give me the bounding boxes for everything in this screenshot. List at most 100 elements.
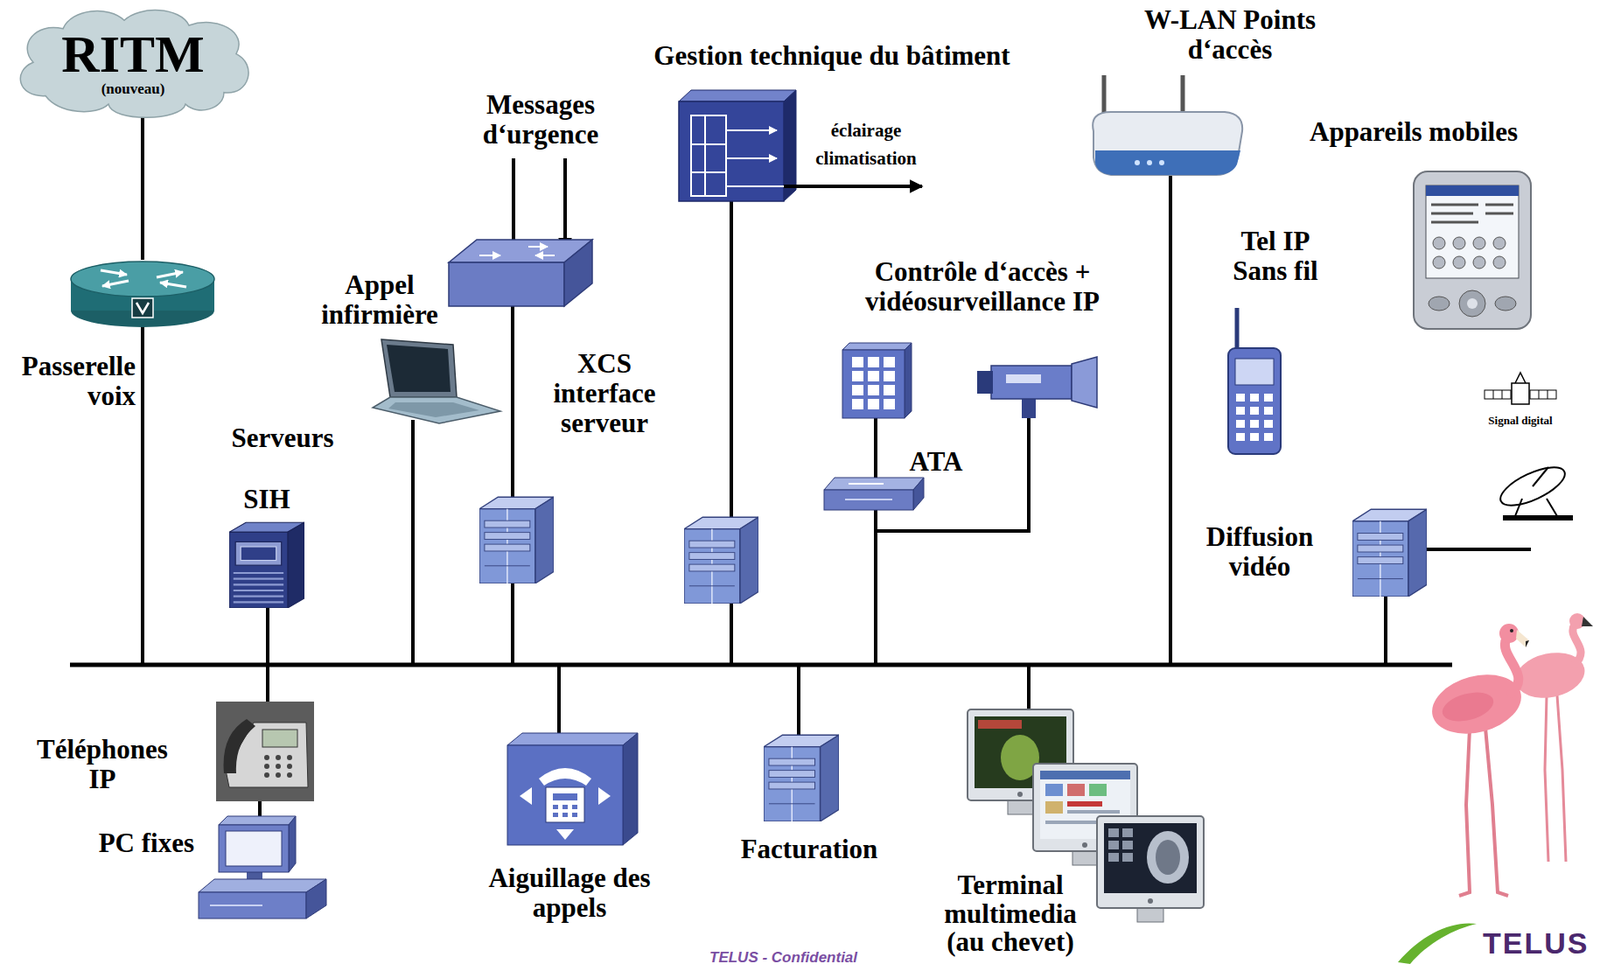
bedside-terminals [1108,828,1133,862]
wireless-ip-phone [1264,393,1273,402]
network-wires [1168,171,1173,665]
bedside-terminals [1122,840,1133,850]
desktop-pc [288,816,296,873]
ata-adapter [845,498,893,501]
flamingo-illustration [1485,727,1509,896]
billing-server [763,734,839,822]
satellite-symbol [1484,390,1511,399]
access-keypad [883,370,895,382]
access-keypad [867,356,880,368]
desktop-pc [218,816,296,825]
call-routing-switch [572,804,578,810]
bedside-terminals [1017,791,1023,797]
access-keypad [867,398,880,410]
cloud-title: RITM [61,27,204,81]
ata-adapter [848,482,884,485]
cloud-outline [20,10,249,119]
building-management-box [691,115,727,196]
pda-device [1431,204,1514,223]
call-routing-switch [552,804,578,818]
bedside-terminals [1103,823,1197,894]
system-label: Contrôle d‘accès + vidéosurveillance IP [846,257,1118,317]
telus-swoosh [1397,922,1477,965]
network-switch [564,239,593,307]
building-server [684,517,759,604]
access-keypad [883,384,895,396]
satellite-symbol [1538,390,1540,399]
flamingo-illustration [1509,628,1514,633]
satellite-symbol [1502,390,1503,399]
pda-device [1425,185,1519,196]
satellite-symbol [1515,372,1526,384]
router-icon [136,302,149,314]
ata-adapter [824,477,924,511]
pda-device [1432,256,1446,269]
bedside-terminals [1067,801,1103,807]
network-wires [510,301,515,665]
sih-server [229,522,305,608]
router-icon [160,282,187,287]
wireless-ip-phone [1236,393,1245,402]
server-label: Serveurs [230,423,334,454]
call-routing-switch [552,812,559,818]
pda-device [1413,171,1531,329]
network-wires [411,419,415,665]
access-keypad [842,349,905,419]
desktop-pc [306,879,327,919]
access-keypad [842,342,912,419]
pda-device [1432,237,1506,269]
xcs-server [479,496,554,584]
pda-device [1485,212,1514,216]
device-label: ATA [909,447,964,477]
flamingo-illustration [1544,695,1549,862]
bedside-terminals [1045,801,1063,814]
ip-desk-phone [264,754,293,778]
building-server [684,517,759,604]
call-routing-switch [507,745,623,846]
ip-desk-phone [264,772,270,778]
voice-gateway-router: Passerelle voix [69,259,217,329]
server-label: Facturation [740,834,879,865]
pda-device [1431,221,1479,224]
flamingo-illustration [1581,616,1594,627]
ata-adapter [913,477,924,511]
satellite-symbol [1547,390,1549,399]
alert-arrows [563,158,567,251]
ip-desk-phone [216,701,315,802]
network-wires [796,664,801,740]
flamingo-illustration [1499,623,1519,643]
wireless-ip-phone [1235,307,1240,352]
satellite-dish [1495,460,1570,514]
ip-camera [991,365,1072,399]
router-icon [132,298,154,318]
call-routing-switch [556,829,574,840]
device-label: Appel infirmière [321,270,439,330]
alert-arrows [513,158,566,252]
video-server [1352,509,1427,597]
alert-arrows [511,158,516,252]
laptop-icon [386,344,451,392]
wireless-ip-phone [1264,419,1273,428]
access-keypad [883,398,895,410]
flamingo-illustration [1572,624,1581,665]
ip-camera [977,356,1097,419]
router-icon [70,261,215,297]
wireless-ip-phone [1236,419,1245,428]
desktop-pc [209,904,263,907]
call-routing-switch [562,804,568,810]
flamingo-illustration [1516,629,1530,648]
bedside-terminals [1108,828,1119,838]
wireless-ip-phone [1264,433,1273,441]
call-routing-switch [622,733,638,846]
building-management-box [691,115,784,196]
billing-server [763,734,839,822]
call-routing-switch [545,787,585,823]
bedside-terminals [967,709,1074,801]
call-routing-switch [538,768,592,786]
device-label: W-LAN Points d‘accès [1140,5,1321,65]
pda-device [1493,237,1506,250]
wireless-ip-phone [1228,307,1281,455]
flamingo-illustration [1439,687,1497,727]
pda-device [1432,237,1446,250]
pda-device [1495,296,1517,311]
